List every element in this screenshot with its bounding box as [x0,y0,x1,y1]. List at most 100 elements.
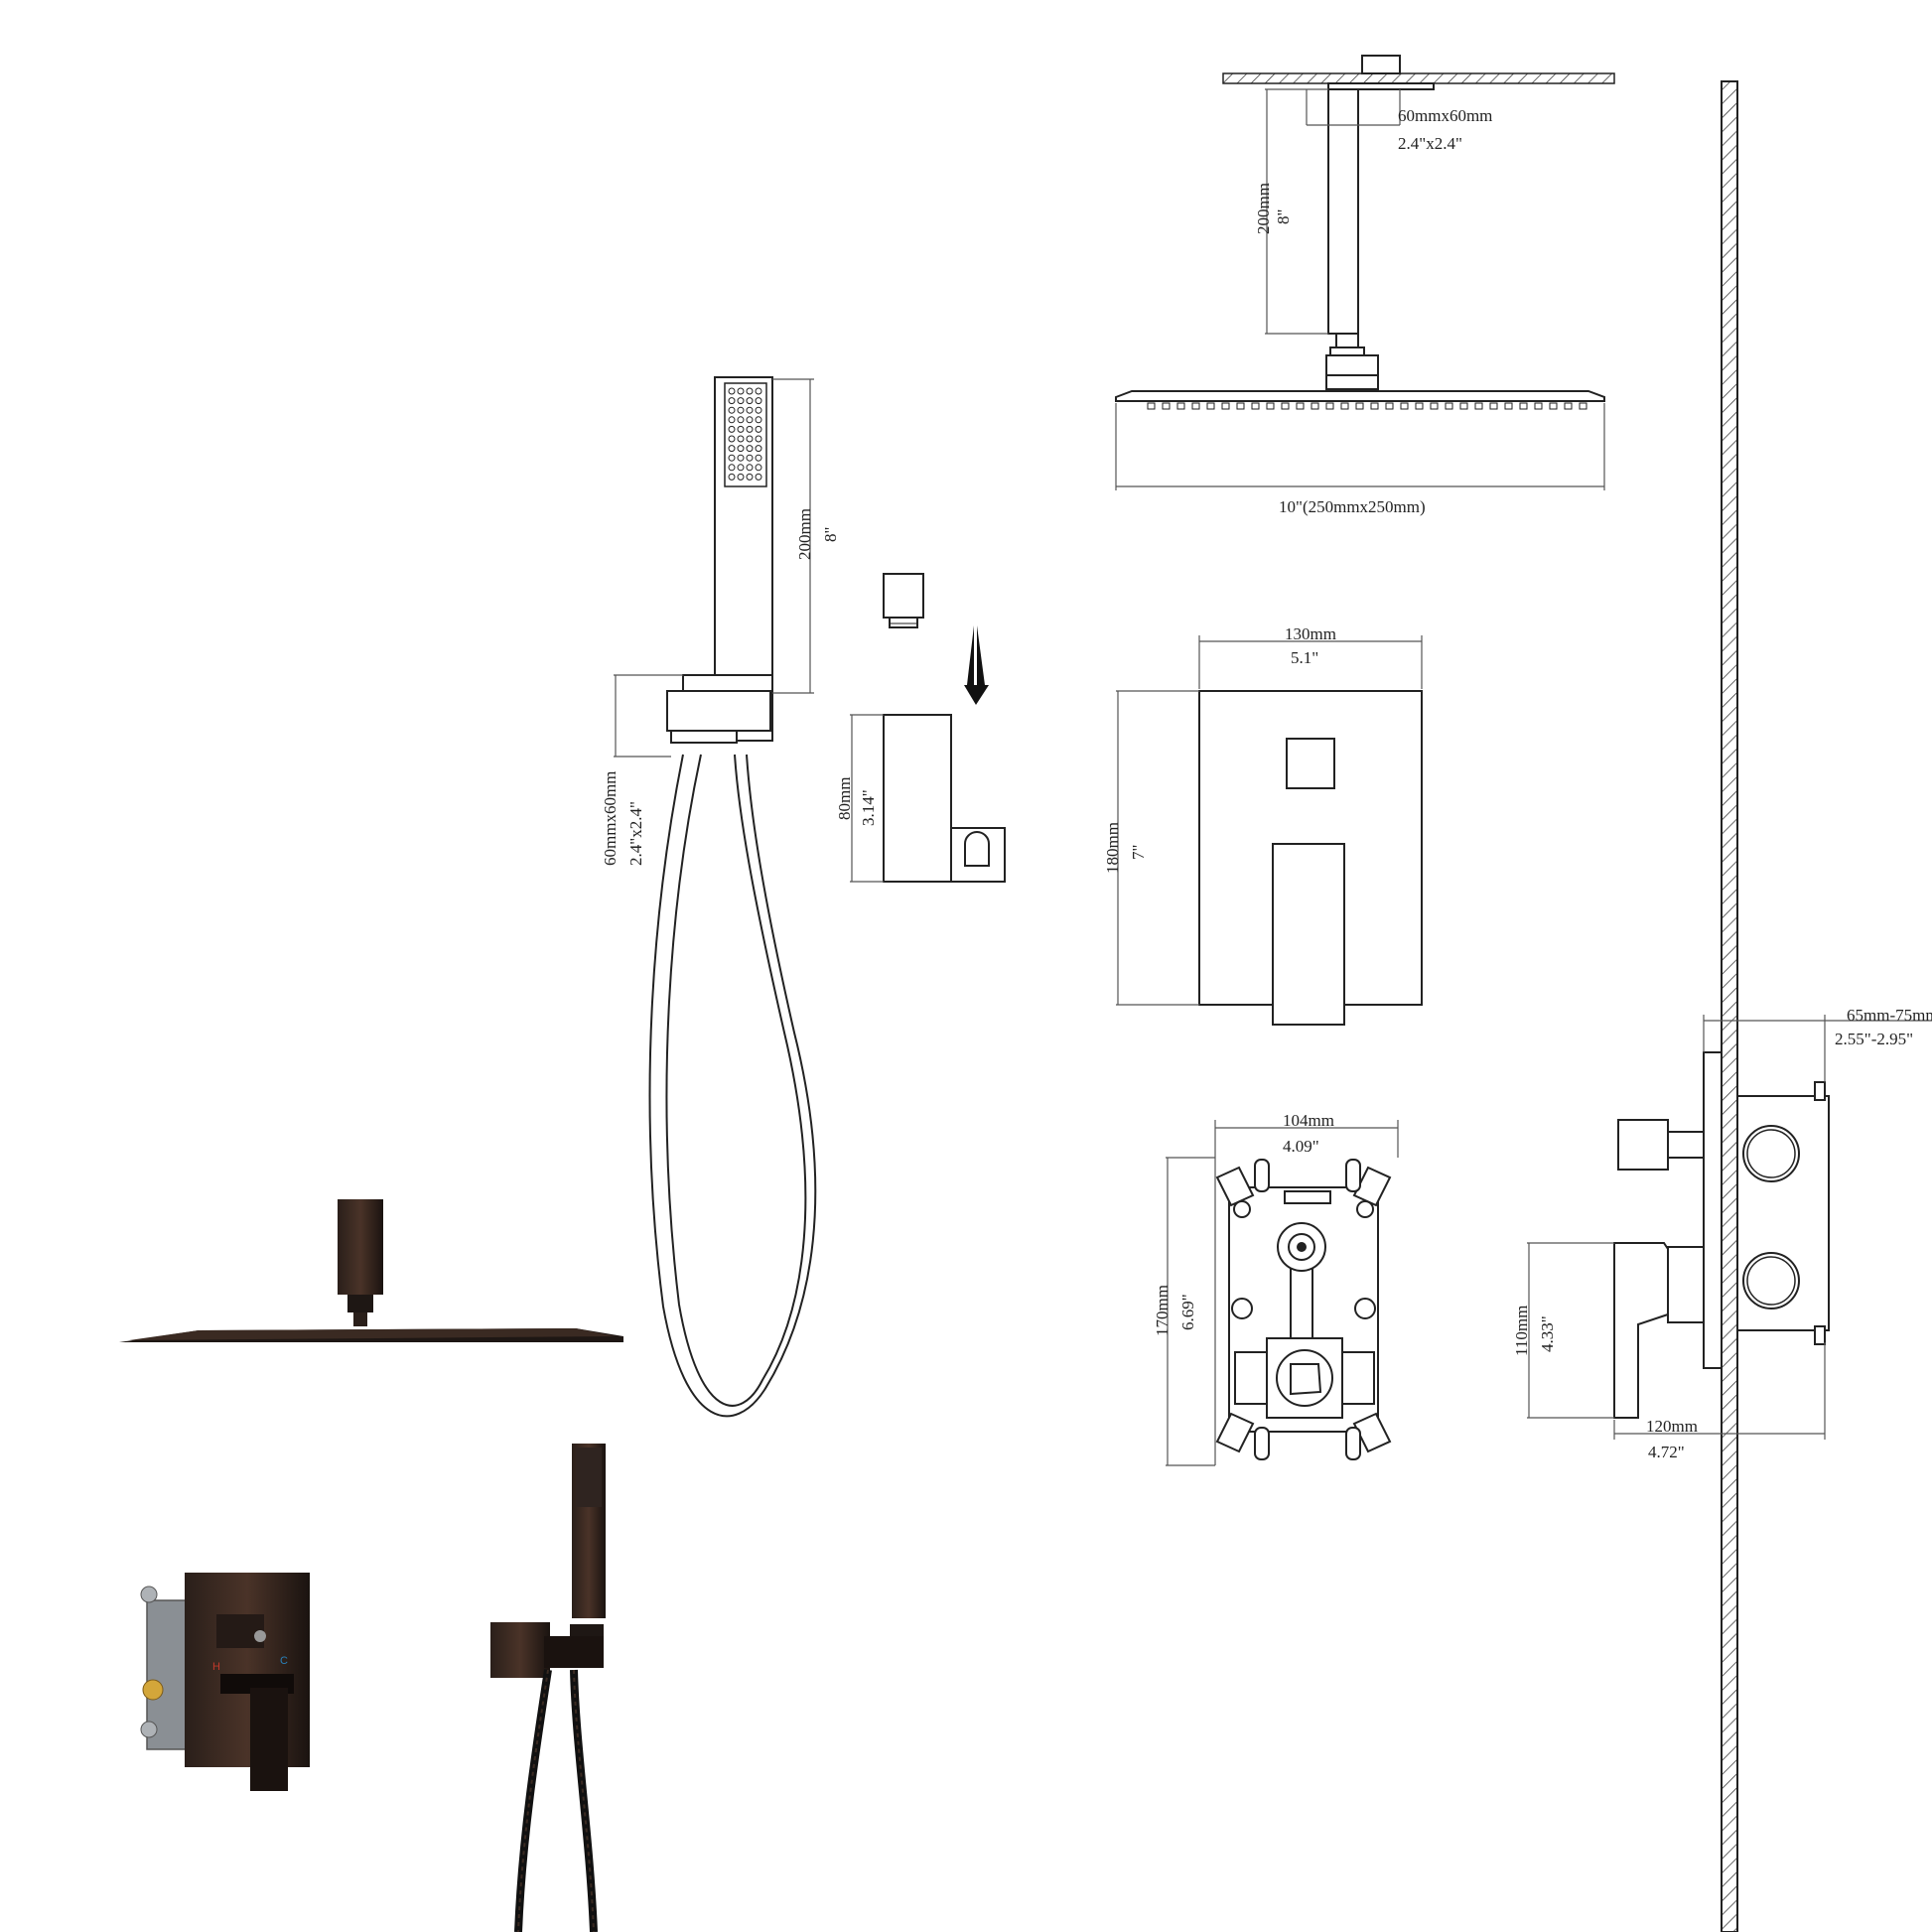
holder-height-mm: 80mm [835,777,854,820]
spray-hole [728,445,736,453]
wall-holder [883,714,952,883]
hot-mark: H [212,1661,220,1673]
spray-hole [728,454,736,462]
valve-handle [1272,843,1345,1026]
nozzle [1579,402,1587,410]
hand-shower-length-mm: 200mm [795,508,814,560]
nozzle [1474,402,1483,410]
spray-hole [746,454,754,462]
render-trim-plate [185,1573,310,1767]
spray-hole [746,435,754,443]
spray-hole [755,454,762,462]
spray-hole [728,387,736,395]
spray-hole [737,435,745,443]
nozzle [1519,402,1528,410]
valve-width-in: 4.09" [1283,1137,1319,1156]
spray-hole [746,445,754,453]
spray-hole [755,435,762,443]
trim-height-mm: 180mm [1103,822,1122,874]
nozzle [1236,402,1245,410]
spray-hole [737,464,745,472]
spray-hole [746,425,754,433]
spray-hole [746,387,754,395]
hose [648,754,817,1418]
nozzle [1206,402,1215,410]
spray-hole [728,464,736,472]
spray-hole [728,416,736,424]
spray-hole [737,445,745,453]
nozzle [1355,402,1364,410]
spray-hole [755,397,762,405]
side-view-drawing: 65mm-75mm 2.55"-2.95" 110mm 4.33" 120mm … [1512,1006,1932,1461]
nozzle [1415,402,1424,410]
side-depth-in: 2.55"-2.95" [1835,1030,1913,1048]
spray-hole [728,406,736,414]
spray-hole [737,387,745,395]
spray-hole [737,454,745,462]
arm-length-in: 8" [1274,209,1293,224]
arm-size-mm: 60mmx60mm [1398,106,1492,125]
spray-hole [737,473,745,481]
nozzle [1296,402,1305,410]
side-height-in: 4.33" [1538,1315,1557,1352]
spray-hole [755,416,762,424]
spray-hole [755,445,762,453]
spray-hole [755,406,762,414]
hand-shower-dimensions: 200mm 8" 60mmx60mm 2.4"x2.4" [601,378,840,866]
hand-shower [714,376,773,694]
nozzle [1370,402,1379,410]
valve-trim-render: H C [140,1573,310,1791]
valve-height-in: 6.69" [1178,1294,1197,1330]
nozzle [1176,402,1185,410]
nozzle [1385,402,1394,410]
spray-hole [737,416,745,424]
spray-hole [737,397,745,405]
trim-width-mm: 130mm [1285,624,1336,643]
spray-hole [737,406,745,414]
trim-width-in: 5.1" [1291,648,1318,667]
nozzle [1281,402,1290,410]
spray-hole [746,464,754,472]
rain-head-render [119,1199,623,1342]
nozzle [1266,402,1275,410]
valve-height-mm: 170mm [1153,1285,1172,1336]
holder-height-in: 3.14" [859,789,878,826]
spray-hole [755,387,762,395]
rain-head-size: 10"(250mmx250mm) [1279,497,1426,516]
nozzle [1489,402,1498,410]
spray-hole [746,406,754,414]
hand-base-mm: 60mmx60mm [601,771,620,866]
spray-hole [737,425,745,433]
spray-hole [755,425,762,433]
spray-hole [746,473,754,481]
diverter-knob [1286,738,1335,789]
nozzle [1162,402,1171,410]
nozzle [1221,402,1230,410]
side-width-in: 4.72" [1648,1443,1685,1461]
side-diverter [1617,1119,1669,1171]
side-handle [1613,1242,1669,1419]
nozzle [1459,402,1468,410]
hand-shower-length-in: 8" [821,527,840,542]
nozzle [1191,402,1200,410]
hand-base-in: 2.4"x2.4" [626,801,645,866]
render-handle [250,1688,288,1791]
hose-connector [883,573,924,619]
spray-hole [728,397,736,405]
valve-body-drawing: 104mm 4.09" 170mm 6.69" [1153,1111,1399,1466]
nozzle [1430,402,1439,410]
cold-mark: C [280,1655,288,1667]
spray-hole [755,464,762,472]
nozzle [1534,402,1543,410]
nozzle [1400,402,1409,410]
down-arrow-icon [967,625,985,701]
spray-hole [755,473,762,481]
nozzle [1445,402,1453,410]
valve-width-mm: 104mm [1283,1111,1334,1130]
nozzle [1340,402,1349,410]
nozzle [1311,402,1319,410]
ceiling-arm-drawing [1115,55,1615,410]
nozzle [1325,402,1334,410]
nozzle [1147,402,1156,410]
side-depth-mm: 65mm-75mm [1847,1006,1932,1025]
